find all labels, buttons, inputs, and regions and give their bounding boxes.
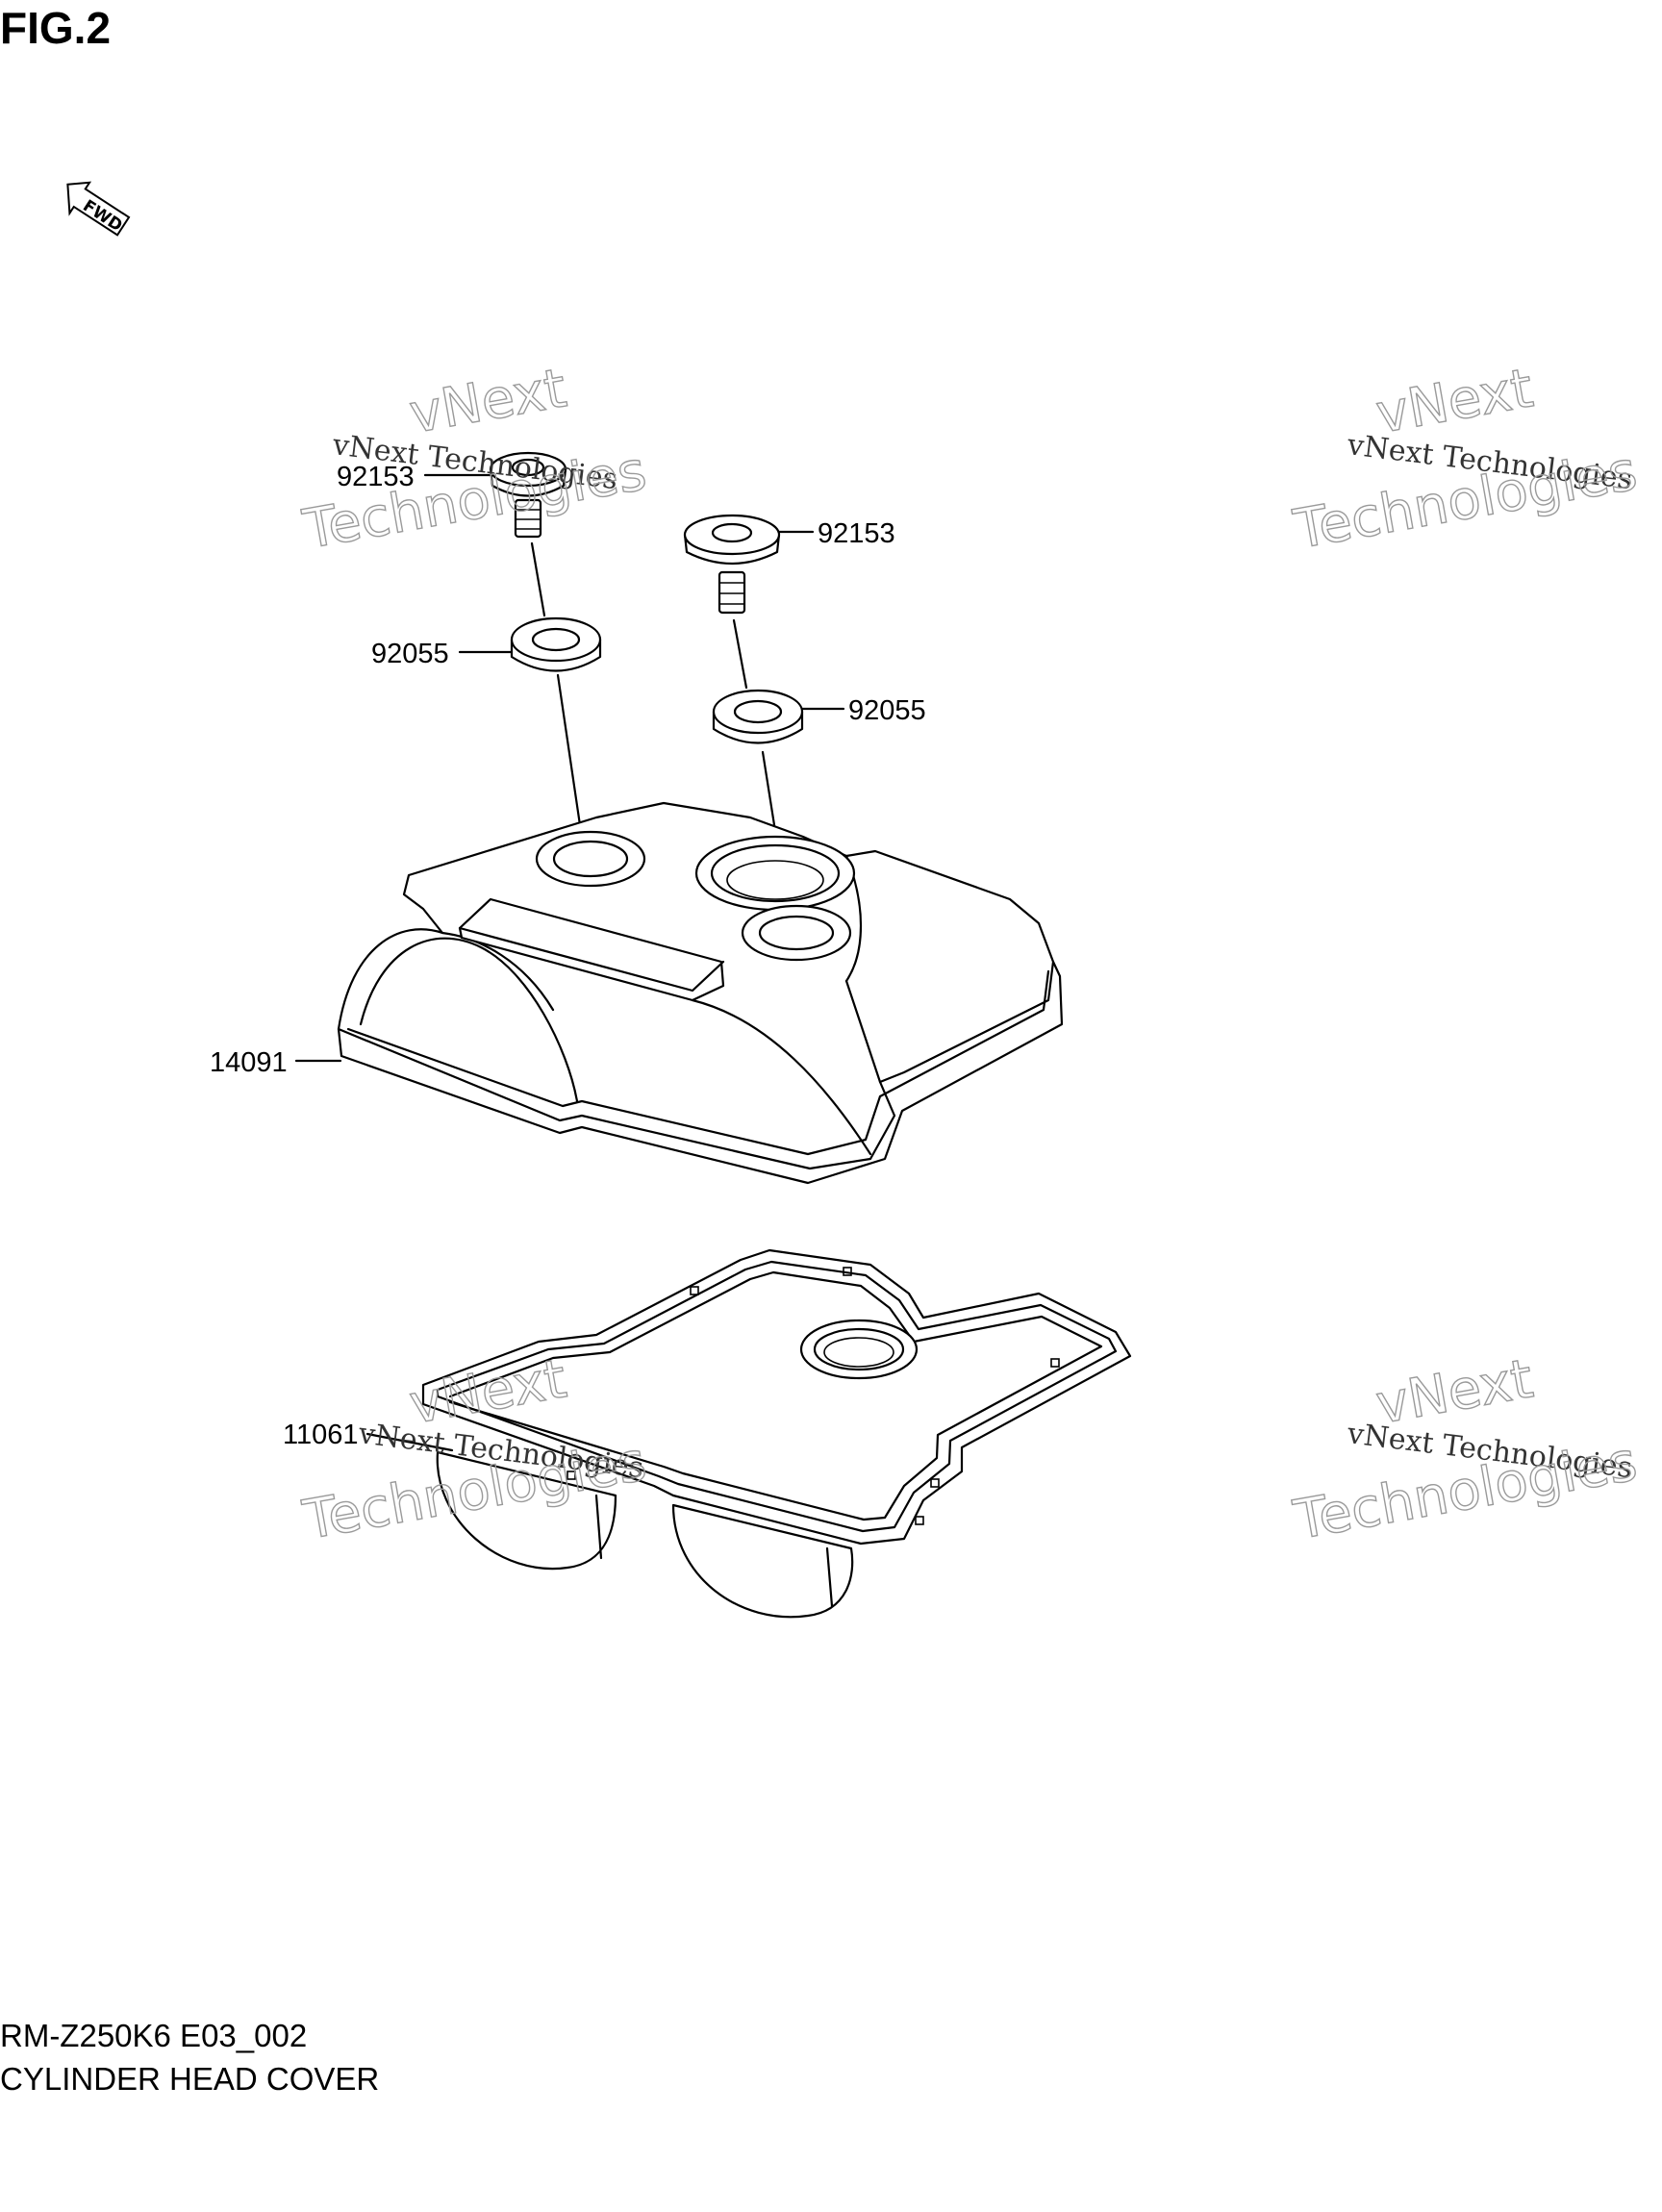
callout-head-cover: 14091	[210, 1047, 288, 1078]
callout-bolt-left: 92153	[337, 462, 415, 492]
svg-text:vNext: vNext	[1372, 1347, 1537, 1436]
watermark-bottom-right: vNext Technologies vNext Technologies	[1288, 1347, 1642, 1553]
leader-gasket	[365, 1432, 454, 1452]
callout-bolt-right: 92153	[818, 518, 895, 549]
watermark-top-right: vNext Technologies vNext Technologies	[1288, 357, 1642, 563]
fwd-arrow-icon: FWD	[66, 181, 131, 237]
callout-washer-right: 92055	[848, 695, 926, 726]
diagram-code: RM-Z250K6 E03_002	[0, 2018, 308, 2053]
head-cover-drawing	[337, 801, 1064, 1185]
assembly-line-right-top	[732, 618, 748, 690]
bolt-left-drawing	[489, 451, 567, 539]
bolt-right-drawing	[683, 514, 781, 615]
svg-text:vNext: vNext	[1372, 357, 1537, 445]
washer-right-drawing	[712, 689, 804, 744]
assembly-line-left-top	[530, 541, 546, 617]
washer-left-drawing	[510, 616, 602, 672]
figure-title: FIG.2	[0, 3, 112, 53]
gasket-drawing	[421, 1248, 1132, 1619]
watermark-top-left: vNext Technologies vNext Technologies	[297, 357, 651, 563]
svg-text:vNext: vNext	[405, 357, 570, 445]
callout-gasket: 11061	[283, 1420, 359, 1450]
section-name: CYLINDER HEAD COVER	[0, 2061, 380, 2097]
callout-washer-left: 92055	[371, 639, 449, 669]
